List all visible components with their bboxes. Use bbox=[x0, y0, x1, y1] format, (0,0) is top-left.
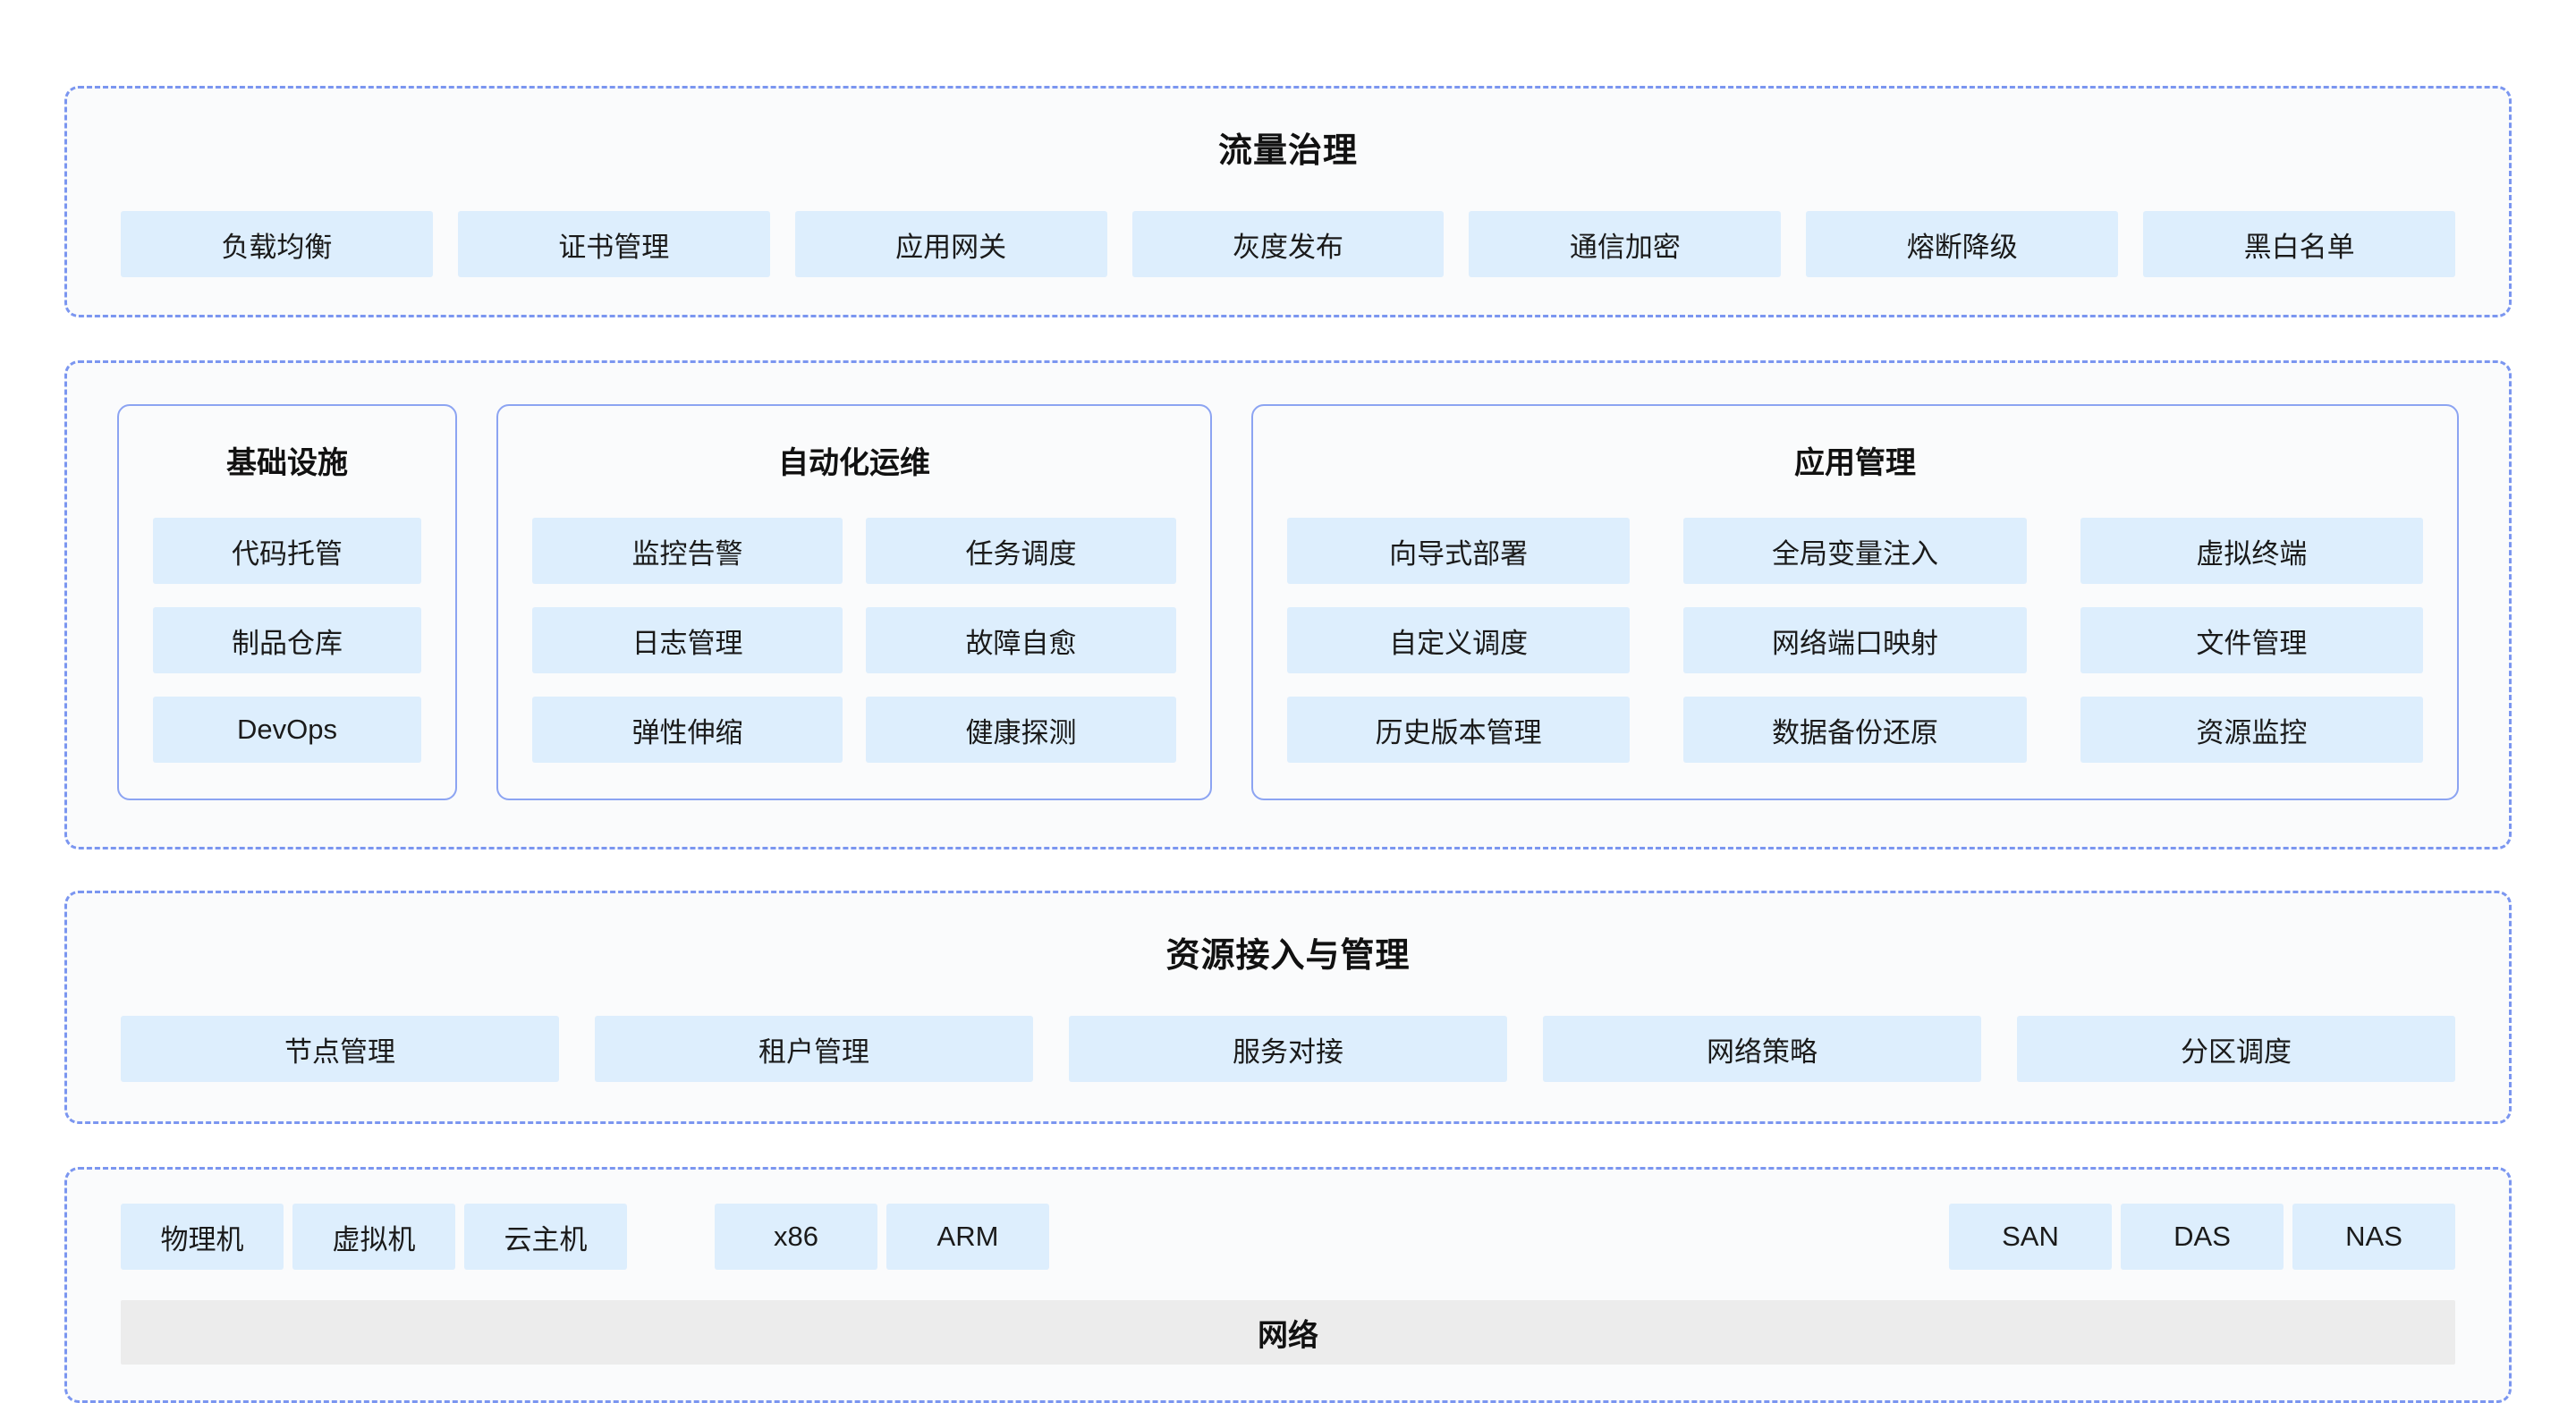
chip-wizard-deployment[interactable]: 向导式部署 bbox=[1287, 518, 1631, 584]
chip-version-history-management[interactable]: 历史版本管理 bbox=[1287, 697, 1631, 763]
chip-physical-machine[interactable]: 物理机 bbox=[121, 1204, 284, 1270]
hardware-chip-row: 物理机 虚拟机 云主机 x86 ARM SAN DAS NAS bbox=[121, 1204, 2455, 1270]
chip-virtual-machine[interactable]: 虚拟机 bbox=[292, 1204, 455, 1270]
chip-communication-encryption[interactable]: 通信加密 bbox=[1469, 211, 1782, 277]
architecture-diagram: 流量治理 负载均衡 证书管理 应用网关 灰度发布 通信加密 熔断降级 黑白名单 … bbox=[64, 86, 2512, 1403]
card-infrastructure: 基础设施 代码托管 制品仓库 DevOps bbox=[117, 404, 457, 800]
chip-data-backup-restore[interactable]: 数据备份还原 bbox=[1683, 697, 2027, 763]
chip-artifact-repository[interactable]: 制品仓库 bbox=[153, 607, 421, 673]
chip-application-gateway[interactable]: 应用网关 bbox=[794, 211, 1107, 277]
automated-operations-chip-grid: 监控告警 任务调度 日志管理 故障自愈 弹性伸缩 健康探测 bbox=[532, 518, 1176, 763]
chip-tenant-management[interactable]: 租户管理 bbox=[595, 1016, 1033, 1082]
chip-network-policy[interactable]: 网络策略 bbox=[1543, 1016, 1981, 1082]
chip-san[interactable]: SAN bbox=[1949, 1204, 2112, 1270]
spacer bbox=[64, 1124, 2512, 1167]
chip-elastic-scaling[interactable]: 弹性伸缩 bbox=[532, 697, 843, 763]
chip-das[interactable]: DAS bbox=[2121, 1204, 2284, 1270]
chip-custom-scheduling[interactable]: 自定义调度 bbox=[1287, 607, 1631, 673]
chip-certificate-management[interactable]: 证书管理 bbox=[457, 211, 770, 277]
chip-partition-scheduling[interactable]: 分区调度 bbox=[2017, 1016, 2455, 1082]
chip-network-port-mapping[interactable]: 网络端口映射 bbox=[1683, 607, 2027, 673]
chip-file-management[interactable]: 文件管理 bbox=[2080, 607, 2423, 673]
chip-cloud-host[interactable]: 云主机 bbox=[464, 1204, 627, 1270]
section-resource-access-management: 资源接入与管理 节点管理 租户管理 服务对接 网络策略 分区调度 bbox=[64, 891, 2512, 1124]
section-platform-capability: 基础设施 代码托管 制品仓库 DevOps 自动化运维 监控告警 任务调度 日志… bbox=[64, 360, 2512, 849]
traffic-chip-row: 负载均衡 证书管理 应用网关 灰度发布 通信加密 熔断降级 黑白名单 bbox=[121, 211, 2456, 277]
chip-service-integration[interactable]: 服务对接 bbox=[1069, 1016, 1507, 1082]
chip-code-hosting[interactable]: 代码托管 bbox=[153, 518, 421, 584]
chip-allow-deny-list[interactable]: 黑白名单 bbox=[2143, 211, 2456, 277]
application-management-chip-grid: 向导式部署 全局变量注入 虚拟终端 自定义调度 网络端口映射 文件管理 历史版本… bbox=[1287, 518, 2423, 763]
chip-log-management[interactable]: 日志管理 bbox=[532, 607, 843, 673]
chip-global-variable-injection[interactable]: 全局变量注入 bbox=[1683, 518, 2027, 584]
chip-nas[interactable]: NAS bbox=[2292, 1204, 2455, 1270]
chip-arm[interactable]: ARM bbox=[886, 1204, 1049, 1270]
section-title-resource-access-management: 资源接入与管理 bbox=[1165, 937, 1411, 975]
card-title-application-management: 应用管理 bbox=[1794, 446, 1916, 480]
card-application-management: 应用管理 向导式部署 全局变量注入 虚拟终端 自定义调度 网络端口映射 文件管理… bbox=[1251, 404, 2459, 800]
chip-canary-release[interactable]: 灰度发布 bbox=[1131, 211, 1445, 277]
infrastructure-chip-grid: 代码托管 制品仓库 DevOps bbox=[153, 518, 421, 763]
chip-devops[interactable]: DevOps bbox=[153, 697, 421, 763]
section-traffic-governance: 流量治理 负载均衡 证书管理 应用网关 灰度发布 通信加密 熔断降级 黑白名单 bbox=[64, 86, 2512, 317]
chip-health-probe[interactable]: 健康探测 bbox=[866, 697, 1176, 763]
hardware-group-storage: SAN DAS NAS bbox=[1949, 1204, 2455, 1270]
card-title-automated-operations: 自动化运维 bbox=[778, 446, 930, 480]
chip-x86[interactable]: x86 bbox=[715, 1204, 877, 1270]
chip-virtual-terminal[interactable]: 虚拟终端 bbox=[2080, 518, 2423, 584]
spacer bbox=[64, 849, 2512, 891]
card-automated-operations: 自动化运维 监控告警 任务调度 日志管理 故障自愈 弹性伸缩 健康探测 bbox=[496, 404, 1212, 800]
hardware-group-compute: 物理机 虚拟机 云主机 bbox=[121, 1204, 627, 1270]
network-bar: 网络 bbox=[121, 1300, 2455, 1365]
chip-fault-self-healing[interactable]: 故障自愈 bbox=[866, 607, 1176, 673]
spacer bbox=[64, 317, 2512, 360]
section-title-traffic-governance: 流量治理 bbox=[1217, 132, 1358, 170]
hardware-group-architecture: x86 ARM bbox=[715, 1204, 1049, 1270]
chip-task-scheduling[interactable]: 任务调度 bbox=[866, 518, 1176, 584]
resource-chip-row: 节点管理 租户管理 服务对接 网络策略 分区调度 bbox=[121, 1016, 2455, 1082]
chip-circuit-breaking[interactable]: 熔断降级 bbox=[1806, 211, 2119, 277]
chip-monitoring-alerting[interactable]: 监控告警 bbox=[532, 518, 843, 584]
chip-node-management[interactable]: 节点管理 bbox=[121, 1016, 559, 1082]
card-title-infrastructure: 基础设施 bbox=[226, 446, 348, 480]
chip-load-balancing[interactable]: 负载均衡 bbox=[121, 211, 433, 277]
chip-resource-monitoring[interactable]: 资源监控 bbox=[2080, 697, 2423, 763]
section-hardware-resources: 物理机 虚拟机 云主机 x86 ARM SAN DAS NAS 网络 bbox=[64, 1167, 2512, 1403]
